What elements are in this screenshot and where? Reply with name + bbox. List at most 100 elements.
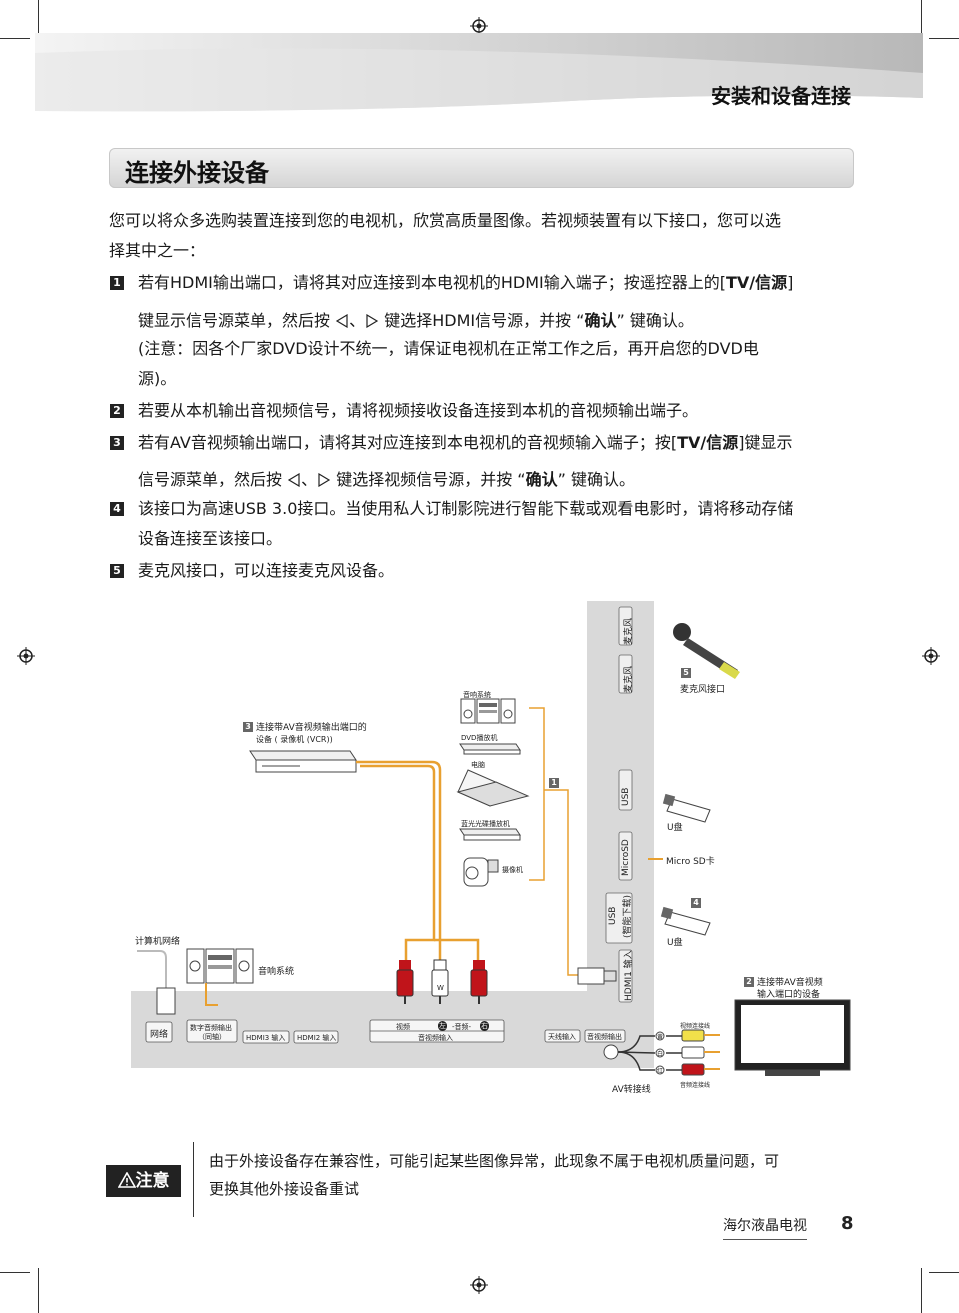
audio-system-icon: [186, 948, 254, 984]
plug-white-label: 白: [657, 1051, 664, 1058]
udisk-label: U盘: [667, 823, 683, 833]
right-arrow-icon: [318, 472, 331, 488]
note-divider: [193, 1142, 194, 1217]
dvd-player-icon: [459, 743, 521, 755]
vcr-icon: [249, 750, 357, 773]
audio-system-label: 音响系统: [463, 691, 491, 699]
plug-red-label: 红: [657, 1068, 664, 1075]
registration-mark-icon: [17, 647, 35, 665]
port-digital-audio-out: （同轴）: [198, 1033, 226, 1041]
item-number: 2: [110, 404, 124, 418]
port-digital-audio-out: 数字音频输出: [190, 1024, 232, 1032]
hdmi1-port-label: HDMI1 输入: [624, 950, 634, 1001]
section-title: 连接外接设备: [125, 159, 269, 187]
item-text: 键显示信号源菜单，然后按 、 键选择HDMI信号源，并按 “确认” 键确认。: [138, 306, 694, 336]
port-audio-left: 左: [438, 1021, 447, 1031]
tv-icon: [734, 999, 851, 1076]
microsd-label: Micro SD卡: [666, 857, 715, 867]
item-text: (注意：因各个厂家DVD设计不统一，请保证电视机在正常工作之后，再开启您的DVD…: [138, 339, 759, 358]
item-number: 1: [110, 276, 124, 290]
diagram-number: 4: [691, 898, 701, 908]
port-network: 网络: [150, 1030, 169, 1040]
crop-mark: [921, 0, 922, 46]
item-text: 信号源菜单，然后按 、 键选择视频信号源，并按 “确认” 键确认。: [138, 465, 635, 495]
left-arrow-icon: [287, 472, 300, 488]
microphone-icon: [673, 623, 740, 679]
camcorder-label: 摄像机: [502, 866, 523, 874]
header-band: [35, 33, 923, 112]
network-label: 计算机网络: [135, 937, 181, 947]
page-number: 8: [841, 1213, 854, 1234]
intro-line: 择其中之一：: [109, 241, 206, 260]
item-text-part: 信号源菜单，然后按: [138, 470, 283, 489]
usb-port-label: USB: [621, 787, 631, 806]
section-title-bar: 连接外接设备: [109, 148, 854, 188]
audio-system-icon: [460, 698, 516, 724]
footer-brand: 海尔液晶电视: [723, 1215, 807, 1240]
item-text-part: 若有HDMI输出端口，请将其对应连接到本电视机的HDMI输入端子；按遥控器上的[: [138, 273, 726, 292]
crop-mark: [0, 1272, 30, 1273]
usb-drive-icon: [660, 906, 711, 936]
crop-mark: [929, 38, 959, 39]
note-badge: 注意: [106, 1165, 181, 1197]
audio-system-label: 音响系统: [258, 967, 295, 977]
item-text-part: ” 键确认。: [616, 311, 694, 330]
port-audio: -音频-: [452, 1023, 472, 1031]
chapter-title: 安装和设备连接: [711, 84, 851, 108]
camcorder-icon: [463, 857, 499, 887]
rca-plug-red-icon: [396, 960, 414, 1004]
port-av-out: 音视频输出: [587, 1033, 622, 1041]
diagram-number: 2: [744, 977, 754, 987]
item-text: 若要从本机输出音视频信号，请将视频接收设备连接到本机的音视频输出端子。: [138, 401, 699, 420]
item-text-bold: 确认: [584, 311, 617, 330]
item-text-bold: TV/信源: [726, 273, 788, 292]
left-arrow-icon: [335, 313, 348, 329]
tv-label: 输入端口的设备: [757, 990, 821, 1000]
port-video: 视频: [396, 1023, 410, 1031]
intro-line: 您可以将众多选购装置连接到您的电视机，欣赏高质量图像。若视频装置有以下接口，您可…: [109, 211, 782, 230]
diagram-number: 3: [243, 722, 253, 732]
item-text: 麦克风接口，可以连接麦克风设备。: [138, 561, 395, 580]
item-text-part: 键选择HDMI信号源，并按 “: [384, 311, 585, 330]
laptop-icon: [456, 769, 530, 807]
computer-label: 电脑: [471, 761, 485, 769]
diagram-number: 5: [681, 668, 691, 678]
arrow-separator: 、: [301, 470, 318, 489]
video-cable-label: 视频连接线: [680, 1023, 711, 1030]
usb-drive-icon: [662, 793, 711, 823]
mic-port-label: 麦克风: [624, 617, 634, 645]
bluray-label: 蓝光光碟播放机: [461, 820, 510, 828]
crop-mark: [929, 1272, 959, 1273]
mic-label: 麦克风接口: [680, 685, 726, 695]
hdmi-plug-icon: [577, 967, 617, 985]
registration-mark-icon: [470, 1276, 488, 1294]
item-text-bold: TV/信源: [677, 433, 739, 452]
udisk-label: U盘: [667, 938, 683, 948]
item-text-bold: 确认: [525, 470, 558, 489]
diagram-number: 1: [549, 778, 559, 788]
tv-label: 连接带AV音视频: [757, 978, 823, 988]
note-text: 由于外接设备存在兼容性，可能引起某些图像异常，此现象不属于电视机质量问题，可: [209, 1152, 780, 1170]
network-plug-icon: [156, 987, 176, 1015]
right-arrow-icon: [366, 313, 379, 329]
item-text-part: 键显示信号源菜单，然后按: [138, 311, 331, 330]
port-audio-right: 右: [480, 1021, 489, 1031]
vcr-label: 设备 ( 录像机 (VCR)): [256, 735, 333, 744]
registration-mark-icon: [922, 647, 940, 665]
usb-smart-port-label: USB: [608, 906, 618, 925]
av-cable-label: AV转接线: [612, 1085, 651, 1095]
rca-plug-white-icon: [431, 959, 449, 1004]
av-adapter-cable-icon: [603, 1031, 665, 1075]
note-text: 更换其他外接设备重试: [209, 1180, 360, 1198]
bluray-player-icon: [459, 828, 521, 841]
item-text: 若有AV音视频输出端口，请将其对应连接到本电视机的音视频输入端子；按[TV/信源…: [138, 428, 793, 458]
port-hdmi3: HDMI3 输入: [246, 1034, 286, 1042]
registration-mark-icon: [470, 17, 488, 35]
item-text: 设备连接至该接口。: [138, 529, 283, 548]
item-text: 源)。: [138, 369, 177, 388]
crop-mark: [38, 1268, 39, 1313]
mic-port-label: 麦克风: [624, 665, 634, 693]
microsd-port-label: MicroSD: [621, 839, 631, 876]
port-antenna: 天线输入: [548, 1033, 576, 1041]
note-badge-label: 注意: [135, 1171, 170, 1191]
